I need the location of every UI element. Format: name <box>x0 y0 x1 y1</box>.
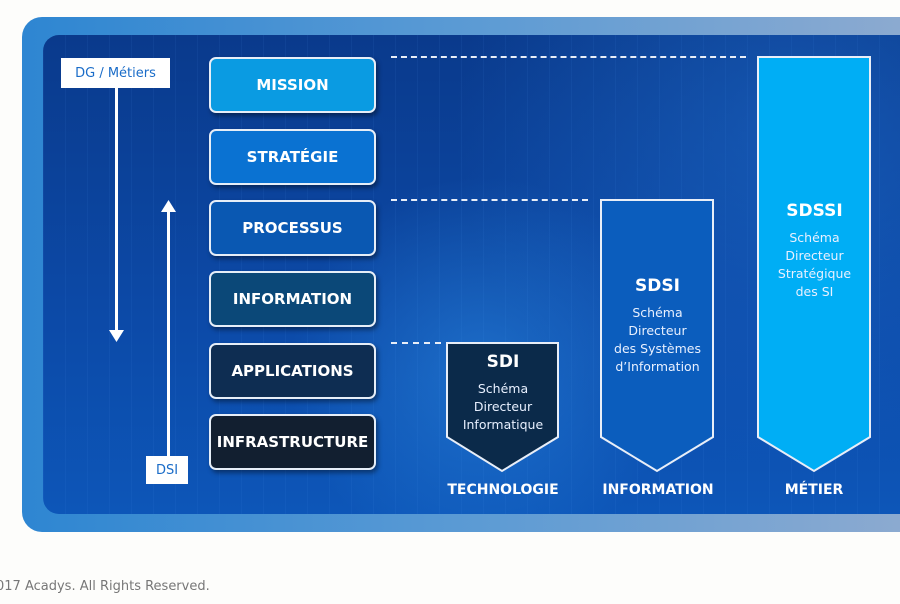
sdi-desc-line: Schéma <box>477 381 529 396</box>
sdi-chevron <box>446 342 559 473</box>
dashed-connector-mission <box>391 56 746 58</box>
sdi-desc-line: Informatique <box>462 417 544 432</box>
layer-information: INFORMATION <box>209 271 376 327</box>
dsi-label: DSI <box>146 456 188 484</box>
sdssi-title: SDSSI <box>786 201 843 221</box>
sdssi-desc-line: Stratégique <box>777 266 852 281</box>
dg-metiers-label: DG / Métiers <box>61 58 170 88</box>
layer-processus: PROCESSUS <box>209 200 376 256</box>
sdsi-desc-line: Directeur <box>628 323 687 338</box>
sdssi-desc-line: des SI <box>795 284 834 299</box>
dashed-connector-processus <box>391 199 588 201</box>
layer-applications: APPLICATIONS <box>209 343 376 399</box>
sdssi-chevron <box>757 56 871 473</box>
sdi-desc-line: Directeur <box>473 399 533 414</box>
axis-metier: MÉTIER <box>784 482 844 498</box>
copyright-footer: 017 Acadys. All Rights Reserved. <box>0 579 210 594</box>
down-arrow-line <box>115 88 118 332</box>
layer-strategie: STRATÉGIE <box>209 129 376 185</box>
layer-infrastructure: INFRASTRUCTURE <box>209 414 376 470</box>
dashed-connector-applications <box>391 342 441 344</box>
layer-mission: MISSION <box>209 57 376 113</box>
sdsi-desc-line: des Systèmes <box>614 341 701 356</box>
sdsi-title: SDSI <box>635 276 680 296</box>
axis-information: INFORMATION <box>602 482 714 498</box>
axis-technologie: TECHNOLOGIE <box>447 482 559 498</box>
sdsi-desc-line: d’Information <box>615 359 700 374</box>
up-arrow-icon <box>161 200 176 212</box>
sdsi-desc-line: Schéma <box>632 305 683 320</box>
sdsi-chevron <box>600 199 714 473</box>
down-arrow-icon <box>109 330 124 342</box>
up-arrow-line <box>167 210 170 456</box>
sdi-title: SDI <box>486 352 520 372</box>
sdssi-desc-line: Schéma <box>789 230 840 245</box>
sdssi-desc-line: Directeur <box>785 248 844 263</box>
